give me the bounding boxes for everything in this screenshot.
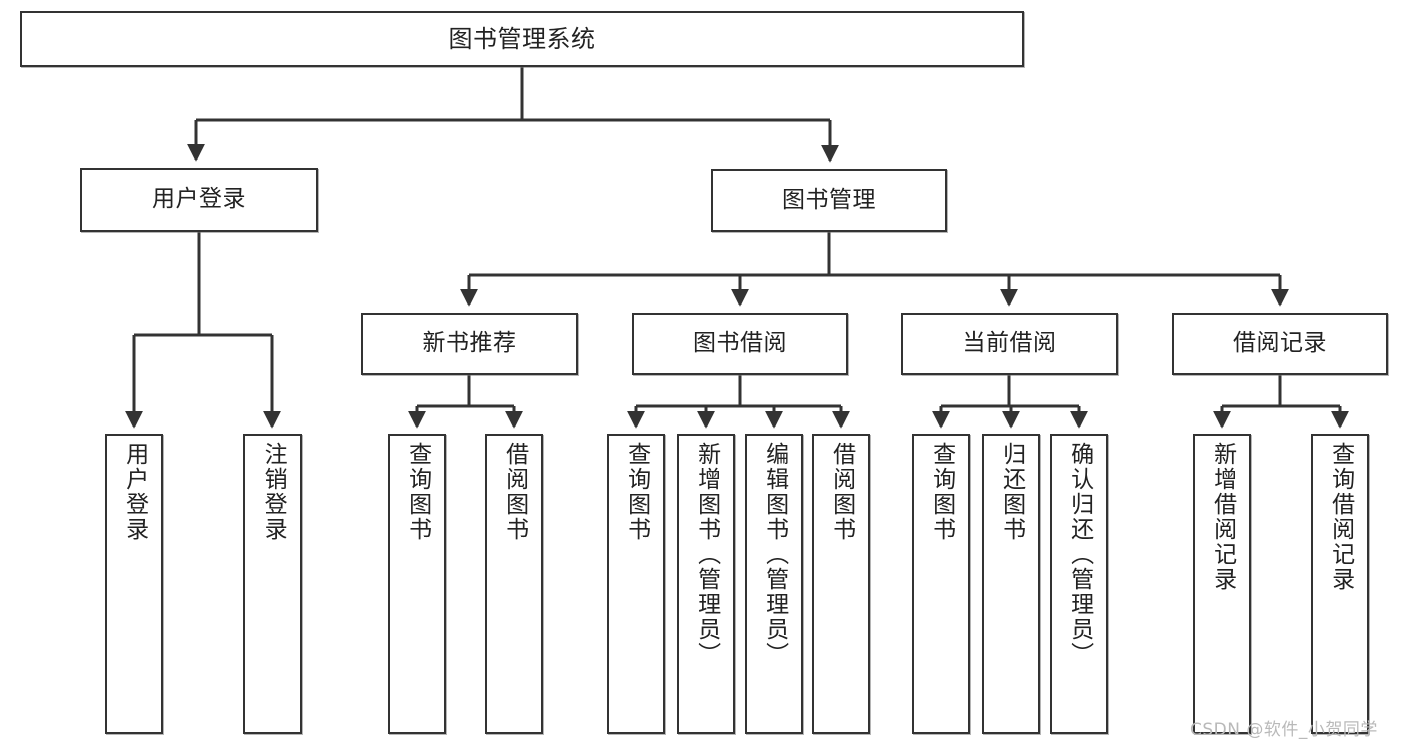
node-leaf-query-book-3-label: 查询图书 xyxy=(928,442,955,542)
node-leaf-borrow-book-1-label: 借阅图书 xyxy=(501,442,528,542)
node-leaf-user-logout-label: 注销登录 xyxy=(260,442,287,542)
node-borrow-record-label: 借阅记录 xyxy=(1233,330,1327,357)
node-leaf-add-book-label: 新增图书（管理员） xyxy=(693,442,720,667)
node-leaf-confirm-return[interactable]: 确认归还（管理员） xyxy=(1050,434,1108,734)
node-root[interactable]: 图书管理系统 xyxy=(20,11,1024,67)
node-new-book-recommend-label: 新书推荐 xyxy=(422,330,517,357)
node-leaf-return-book[interactable]: 归还图书 xyxy=(982,434,1040,734)
node-leaf-query-book-2[interactable]: 查询图书 xyxy=(607,434,665,734)
watermark: CSDN @软件_小贺同学 xyxy=(1190,720,1378,740)
node-current-borrow[interactable]: 当前借阅 xyxy=(901,313,1118,375)
node-book-borrow[interactable]: 图书借阅 xyxy=(632,313,848,375)
node-leaf-query-record-label: 查询借阅记录 xyxy=(1327,442,1354,592)
node-leaf-borrow-book-2[interactable]: 借阅图书 xyxy=(812,434,870,734)
node-leaf-edit-book-label: 编辑图书（管理员） xyxy=(761,442,788,667)
node-user-login[interactable]: 用户登录 xyxy=(80,168,318,232)
node-root-label: 图书管理系统 xyxy=(448,24,596,53)
node-leaf-query-book-3[interactable]: 查询图书 xyxy=(912,434,970,734)
node-leaf-add-record-label: 新增借阅记录 xyxy=(1209,442,1236,592)
node-leaf-user-login[interactable]: 用户登录 xyxy=(105,434,163,734)
node-leaf-add-book[interactable]: 新增图书（管理员） xyxy=(677,434,735,734)
node-leaf-query-book-2-label: 查询图书 xyxy=(623,442,650,542)
node-user-login-label: 用户登录 xyxy=(152,186,246,213)
node-leaf-query-book-1-label: 查询图书 xyxy=(404,442,431,542)
node-leaf-confirm-return-label: 确认归还（管理员） xyxy=(1066,442,1093,667)
node-leaf-return-book-label: 归还图书 xyxy=(998,442,1025,542)
node-leaf-user-logout[interactable]: 注销登录 xyxy=(243,434,302,734)
node-book-borrow-label: 图书借阅 xyxy=(693,330,787,357)
node-leaf-borrow-book-2-label: 借阅图书 xyxy=(828,442,855,542)
node-current-borrow-label: 当前借阅 xyxy=(962,330,1057,357)
node-book-management[interactable]: 图书管理 xyxy=(711,169,947,232)
node-leaf-borrow-book-1[interactable]: 借阅图书 xyxy=(485,434,543,734)
node-leaf-add-record[interactable]: 新增借阅记录 xyxy=(1193,434,1251,734)
node-leaf-query-record[interactable]: 查询借阅记录 xyxy=(1311,434,1369,734)
node-new-book-recommend[interactable]: 新书推荐 xyxy=(361,313,578,375)
node-leaf-user-login-label: 用户登录 xyxy=(121,442,148,542)
node-book-management-label: 图书管理 xyxy=(782,186,876,213)
node-leaf-query-book-1[interactable]: 查询图书 xyxy=(388,434,446,734)
node-borrow-record[interactable]: 借阅记录 xyxy=(1172,313,1388,375)
node-leaf-edit-book[interactable]: 编辑图书（管理员） xyxy=(745,434,803,734)
